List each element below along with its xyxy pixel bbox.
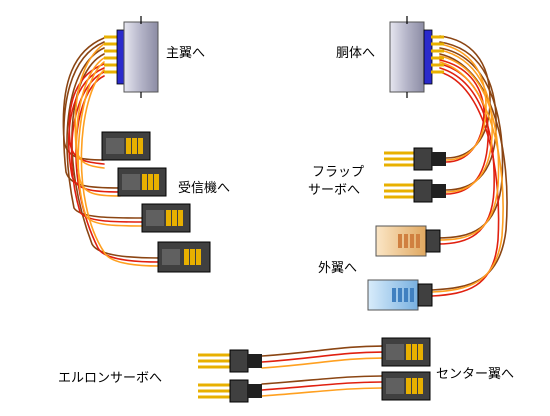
left-harness-wires xyxy=(62,37,161,267)
center-wing-connectors: センター翼へ xyxy=(381,337,514,401)
servo-connector-icon xyxy=(381,337,431,367)
servo-connector-icon xyxy=(141,203,191,233)
label-receiver: 受信機へ xyxy=(178,181,230,196)
label-center-wing: センター翼へ xyxy=(436,367,514,382)
bottom-harness-wires xyxy=(261,345,387,397)
label-outer-wing: 外翼へ xyxy=(318,261,357,276)
plug-connector-icon xyxy=(375,225,441,257)
servo-connector-icon xyxy=(381,371,431,401)
right-harness-wires xyxy=(431,35,508,297)
servo-connector-icon xyxy=(101,131,151,161)
dsub-connector-icon xyxy=(104,16,159,98)
servo-connector-icon xyxy=(157,241,211,273)
label-aileron: エルロンサーボへ xyxy=(58,371,162,386)
aileron-servo-plugs: エルロンサーボへ xyxy=(58,349,262,403)
dsub-connector-main-wing: 主翼へ xyxy=(104,16,205,98)
plug-connector-icon xyxy=(384,179,446,203)
plug-connector-icon xyxy=(367,279,433,311)
receiver-connectors: 受信機へ xyxy=(101,131,230,273)
servo-connector-icon xyxy=(117,167,167,197)
plug-connector-icon xyxy=(198,349,262,373)
label-flap-line2: サーボへ xyxy=(308,183,360,198)
dsub-connector-fuselage: 胴体へ xyxy=(336,16,444,98)
label-main-wing: 主翼へ xyxy=(166,46,205,61)
outer-wing-connectors: 外翼へ xyxy=(318,225,441,311)
plug-connector-icon xyxy=(384,147,446,171)
dsub-connector-icon xyxy=(389,16,444,98)
flap-servo-plugs: フラップ サーボへ xyxy=(308,147,446,203)
label-flap-line1: フラップ xyxy=(312,165,364,180)
plug-connector-icon xyxy=(198,379,262,403)
label-fuselage: 胴体へ xyxy=(336,46,375,61)
